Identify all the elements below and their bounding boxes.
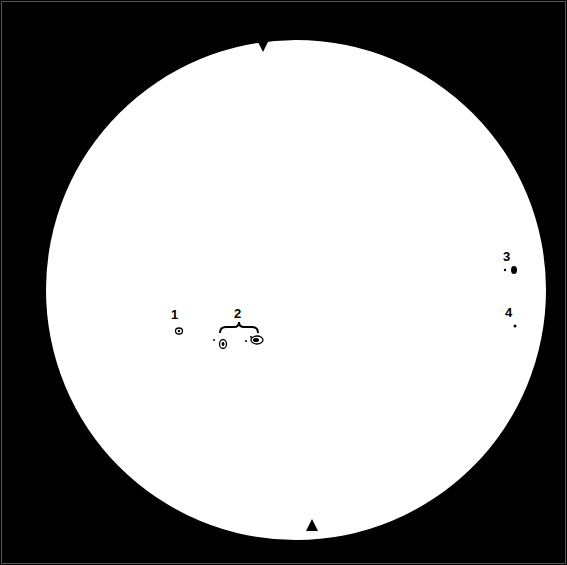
sunspot xyxy=(251,336,263,344)
sunspot xyxy=(176,328,183,334)
callout-number: 1 xyxy=(171,308,178,321)
sunspot xyxy=(220,340,227,349)
sunspot xyxy=(514,325,517,328)
orientation-tick xyxy=(257,40,269,52)
callout-number: 2 xyxy=(234,307,241,320)
sunspot-umbra xyxy=(253,338,259,342)
solar-disk xyxy=(46,40,546,540)
sunspot xyxy=(504,269,506,271)
group-brace xyxy=(220,322,258,333)
orientation-tick xyxy=(306,519,318,531)
sunspot xyxy=(511,266,517,274)
sunspot xyxy=(250,336,252,338)
callout-number: 4 xyxy=(505,306,512,319)
callout-number: 3 xyxy=(503,250,510,263)
sunspot-umbra xyxy=(222,342,225,346)
sunspot xyxy=(245,340,247,342)
sunspot xyxy=(213,339,215,341)
sunspot-umbra xyxy=(178,330,180,332)
